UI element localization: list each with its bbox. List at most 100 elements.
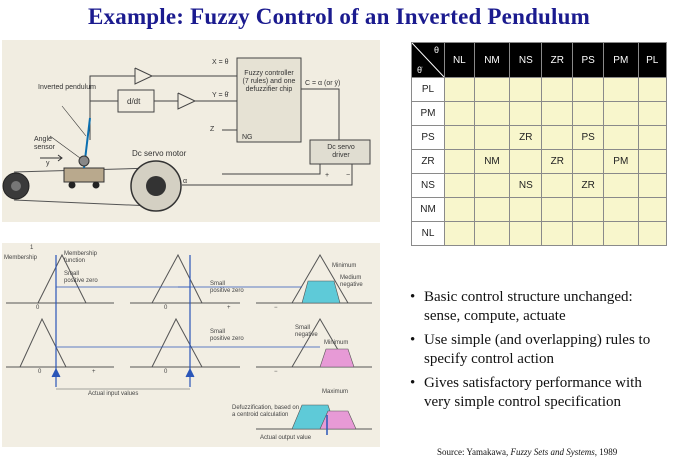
rule-cell xyxy=(603,125,639,150)
rule-cell xyxy=(541,197,574,222)
rule-cell xyxy=(603,77,639,102)
minimum-label-1: Minimum xyxy=(332,263,357,269)
rule-cell xyxy=(603,197,639,222)
table-row: NS NS ZR xyxy=(411,173,667,198)
rule-cell xyxy=(473,173,511,198)
rule-cell xyxy=(572,197,605,222)
table-row: PL xyxy=(411,77,667,102)
rule-cell xyxy=(603,221,639,246)
rule-cell xyxy=(572,221,605,246)
rule-cell xyxy=(541,173,574,198)
pendulum-label: Inverted pendulum xyxy=(38,84,96,91)
actual-output-label: Actual output value xyxy=(260,435,312,441)
rule-cell xyxy=(444,77,475,102)
rule-cell xyxy=(444,125,475,150)
defuzz-label: Defuzzification, based on a centroid cal… xyxy=(232,405,300,418)
rule-cell xyxy=(637,149,667,174)
rule-cell: ZR xyxy=(541,149,574,174)
bullet-text: Use simple (and overlapping) rules to sp… xyxy=(424,332,651,367)
small-positive-2: Small positive zero xyxy=(210,281,244,294)
col-header: PL xyxy=(637,42,667,78)
rule-cell xyxy=(572,101,605,126)
schematic-drawing xyxy=(2,57,371,212)
table-corner: θ θ̇ xyxy=(411,42,445,78)
bullet-text: Gives satisfactory performance with very… xyxy=(424,375,642,410)
rule-cell: ZR xyxy=(572,173,605,198)
rule-cell xyxy=(541,221,574,246)
rule-cell xyxy=(509,221,543,246)
rule-cell xyxy=(637,221,667,246)
axis-plus-1: + xyxy=(227,305,231,311)
maximum-label: Maximum xyxy=(322,389,349,395)
col-header: NS xyxy=(509,42,543,78)
corner-diagonal xyxy=(412,43,444,77)
rule-cell xyxy=(473,77,511,102)
minimum-label-2: Minimum xyxy=(324,340,349,346)
bullet-dot: • xyxy=(410,289,416,305)
rule-cell xyxy=(473,197,511,222)
rule-cell xyxy=(509,149,543,174)
axis-minus-2: − xyxy=(274,369,278,375)
driver-label: Dc servo driver xyxy=(327,144,355,159)
rule-cell xyxy=(509,101,543,126)
alpha-label: α xyxy=(183,178,188,185)
bullet-dot: • xyxy=(410,375,416,391)
table-row: NM xyxy=(411,197,667,222)
rule-cell xyxy=(637,197,667,222)
rule-cell xyxy=(637,101,667,126)
axis-minus-1: − xyxy=(274,305,278,311)
rule-cell: PS xyxy=(572,125,605,150)
rule-cell: NS xyxy=(509,173,543,198)
pendulum-schematic: Inverted pendulum Angle sensor Dc servo … xyxy=(2,40,380,222)
col-header: NL xyxy=(444,42,475,78)
bullet-list: • Basic control structure unchanged: sen… xyxy=(410,288,672,417)
ydot-input-label: Y = θ̇ xyxy=(212,92,229,99)
rule-cell xyxy=(541,77,574,102)
rule-cell xyxy=(444,221,475,246)
rule-cell xyxy=(572,77,605,102)
driver-minus: − xyxy=(346,172,351,179)
membership-axis-label: Membership xyxy=(4,255,38,261)
row-header: NS xyxy=(411,173,445,198)
small-negative-label: Small negative xyxy=(295,325,318,338)
rule-cell xyxy=(637,77,667,102)
rule-cell xyxy=(473,221,511,246)
axis-plus-2: + xyxy=(92,369,96,375)
rule-cell xyxy=(541,101,574,126)
row-header: PL xyxy=(411,77,445,102)
rule-cell xyxy=(603,173,639,198)
rule-cell xyxy=(444,101,475,126)
rule-cell xyxy=(444,197,475,222)
row-header: ZR xyxy=(411,149,445,174)
y-label: y xyxy=(46,160,50,167)
driver-plus: + xyxy=(325,172,330,179)
bullet-item: • Gives satisfactory performance with ve… xyxy=(410,374,672,412)
servo-motor-label: Dc servo motor xyxy=(132,149,187,158)
controller-label: Fuzzy controller (7 rules) and one defuz… xyxy=(242,70,296,93)
table-row: PM xyxy=(411,101,667,126)
corner-theta: θ xyxy=(433,45,439,55)
source-book: Fuzzy Sets and Systems xyxy=(510,447,595,457)
rule-cell: NM xyxy=(473,149,511,174)
membership-drawing xyxy=(6,253,372,435)
rule-cell xyxy=(509,77,543,102)
col-header: PS xyxy=(572,42,605,78)
table-row: PS ZR PS xyxy=(411,125,667,150)
rule-cell: ZR xyxy=(509,125,543,150)
rule-cell: PM xyxy=(603,149,639,174)
x-input-label: X = θ xyxy=(212,59,229,66)
axis-zero-3: 0 xyxy=(38,369,42,375)
table-row: NL xyxy=(411,221,667,246)
actual-input-label: Actual input values xyxy=(88,391,139,397)
rule-cell xyxy=(541,125,574,150)
angle-sensor-label: Angle sensor xyxy=(34,136,56,151)
row-header: PM xyxy=(411,101,445,126)
axis-zero-2: 0 xyxy=(164,305,168,311)
row-header: PS xyxy=(411,125,445,150)
bullet-item: • Basic control structure unchanged: sen… xyxy=(410,288,672,326)
source-citation: Source: Yamakawa, Fuzzy Sets and Systems… xyxy=(437,447,617,457)
table-row: ZR NM ZR PM xyxy=(411,149,667,174)
col-header: NM xyxy=(473,42,511,78)
rule-cell xyxy=(473,125,511,150)
